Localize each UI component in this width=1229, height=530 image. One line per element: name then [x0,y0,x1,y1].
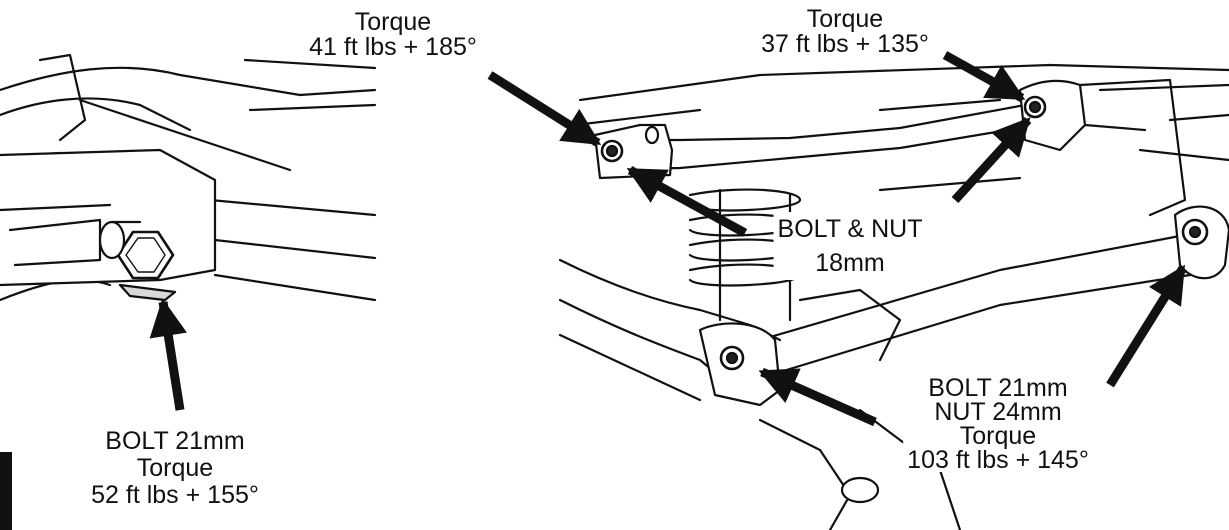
left-panel-illustration [0,53,377,302]
label-bottom-left-line2: Torque [136,454,214,482]
label-top-left-line1: Torque [354,8,432,36]
arrow-middle-nut [626,166,748,237]
label-middle-bolt-nut: BOLT & NUT 18mm [773,212,927,280]
arrow-top-right-bolt [942,51,1026,102]
label-bottom-right-line3: Torque [959,422,1037,450]
label-top-left-line2: 41 ft lbs + 185° [309,33,477,61]
label-top-right-line2: 37 ft lbs + 135° [761,30,929,58]
arrow-lower-right-bolt [1106,264,1187,388]
page-edge-tab [0,452,12,530]
label-bottom-right-line4: 103 ft lbs + 145° [907,446,1089,474]
arrow-lower-left-bolt [149,298,187,411]
label-bottom-right-line2: NUT 24mm [934,398,1062,426]
label-top-right-line1: Torque [806,5,884,33]
label-bottom-left-line3: 52 ft lbs + 155° [91,481,259,509]
label-bottom-left-bolt: BOLT 21mm Torque 52 ft lbs + 155° [87,428,263,509]
label-middle-line2: 18mm [815,249,885,277]
arrow-lower-knuckle-bolt [758,367,877,427]
label-bottom-right-bolt: BOLT 21mm NUT 24mm Torque 103 ft lbs + 1… [903,374,1093,474]
label-bottom-right-line1: BOLT 21mm [928,374,1068,402]
label-top-left-torque: Torque 41 ft lbs + 185° [309,10,477,60]
label-bottom-left-line1: BOLT 21mm [105,427,245,455]
arrow-top-right-nut [951,116,1032,204]
label-middle-line1: BOLT & NUT [777,215,923,243]
arrow-top-left-bolt [487,71,602,147]
right-panel-illustration [558,63,1229,530]
label-top-right-torque: Torque 37 ft lbs + 135° [761,7,929,57]
callout-arrows [149,51,1187,427]
